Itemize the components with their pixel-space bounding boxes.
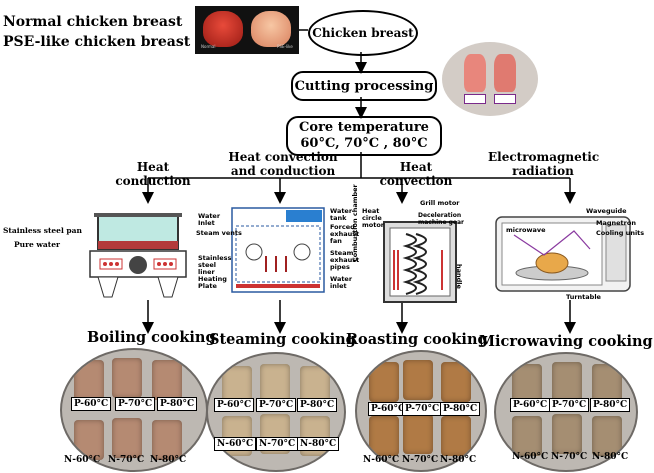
mode-electromagnetic-radiation: Electromagnetic radiation (488, 150, 600, 178)
label-heating-plate: Heating Plate (198, 275, 227, 290)
legend-pse: PSE-like chicken breast (3, 34, 191, 50)
label-liner: Stainless steel liner (198, 254, 232, 276)
boiling-apparatus (80, 205, 200, 300)
boil-p80: P-80°C (157, 397, 198, 411)
meat-sample (592, 416, 622, 456)
roast-p70: P-70°C (402, 402, 443, 416)
roast-n60: N-60°C (363, 455, 400, 465)
label-pure-water: Pure water (14, 240, 60, 249)
chicken-breast-node: Chicken breast (308, 10, 418, 56)
meat-sample (512, 364, 542, 404)
micro-n70: N-70°C (551, 452, 588, 462)
label-water-tank: Water tank (330, 207, 353, 222)
raw-breast-photo: Normal PSE-like (195, 6, 299, 54)
boil-p60: P-60°C (71, 397, 112, 411)
method-microwaving: Microwaving cooking (479, 333, 653, 350)
steaming-plate (206, 352, 346, 472)
label-grill-motor: Grill motor (420, 199, 460, 207)
normal-breast-image (203, 11, 243, 47)
label-magnetron: Magnetron (596, 219, 636, 227)
steamer-drawing (231, 207, 325, 293)
method-boiling: Boiling cooking (87, 329, 216, 346)
pse-breast-image (251, 11, 291, 47)
cut-sample-left (464, 54, 486, 92)
label-handle: handle (455, 264, 463, 289)
micro-p70: P-70°C (549, 398, 590, 412)
roast-n70: N-70°C (402, 455, 439, 465)
sample-tag-left (464, 94, 486, 104)
meat-sample (592, 364, 622, 404)
boil-n80: N-80°C (150, 455, 187, 465)
label-heat-circle-motor: Heat circle motor (362, 207, 385, 229)
micro-n60: N-60°C (512, 452, 549, 462)
steam-p60: P-60°C (214, 398, 255, 412)
label-waveguide: Waveguide (586, 207, 627, 215)
roasting-apparatus (382, 220, 458, 304)
cut-sample-right (494, 54, 516, 92)
photo-pse-label: PSE-like (277, 44, 293, 49)
steam-p70: P-70°C (256, 398, 297, 412)
roast-n80: N-80°C (440, 455, 477, 465)
mode-heat-convection-conduction-label: Heat convection and conduction (228, 150, 338, 178)
meat-sample (260, 364, 290, 404)
micro-p60: P-60°C (510, 398, 551, 412)
boil-p70: P-70°C (115, 397, 156, 411)
label-water-inlet: Water Inlet (198, 212, 221, 227)
meat-sample (369, 416, 399, 456)
meat-sample (552, 414, 582, 454)
sample-tag-right (494, 94, 516, 104)
label-steam-vents: Steam vents (196, 229, 242, 237)
meat-sample (74, 420, 104, 460)
method-steaming: Steaming cooking (209, 331, 356, 348)
microwave-apparatus (494, 215, 632, 293)
meat-sample (152, 360, 182, 400)
photo-normal-label: Normal (201, 44, 216, 49)
steam-p80: P-80°C (297, 398, 338, 412)
method-roasting: Roasting cooking (346, 331, 488, 348)
core-temperature-values: 60°C, 70°C , 80°C (300, 136, 428, 151)
boiling-pan-drawing (89, 213, 187, 298)
micro-p80: P-80°C (590, 398, 631, 412)
microwaving-plate (494, 352, 638, 472)
label-microwave: microwave (506, 226, 546, 234)
meat-sample (112, 358, 142, 398)
mode-heat-conduction: Heat conduction (115, 160, 191, 188)
meat-sample (441, 416, 471, 456)
micro-n80: N-80°C (592, 452, 629, 462)
label-cooling-units: Cooling units (596, 229, 645, 237)
label-combustion-chamber: Combustion chamber (351, 184, 359, 262)
microwave-drawing (495, 216, 631, 292)
meat-sample (112, 418, 142, 458)
label-exhaust-fan: Forced exhaust fan (330, 223, 360, 245)
meat-sample (152, 420, 182, 460)
oven-drawing (383, 221, 457, 303)
label-exhaust-pipes: Steam exhaust pipes (330, 249, 360, 271)
steaming-apparatus (226, 204, 330, 296)
mode-heat-convection: Heat convection (379, 160, 453, 188)
meat-sample (74, 360, 104, 400)
label-water-inlet-2: Water inlet (330, 275, 353, 290)
cut-samples-photo (442, 42, 538, 116)
core-temperature-node: Core temperature 60°C, 70°C , 80°C (286, 116, 442, 156)
meat-sample (403, 360, 433, 400)
steam-n80: N-80°C (297, 437, 340, 451)
label-gear: Deceleration machine gear (418, 212, 464, 226)
cutting-processing-node: Cutting processing (291, 71, 437, 101)
core-temperature-title: Core temperature (299, 120, 429, 135)
steam-n70: N-70°C (256, 437, 299, 451)
meat-sample (512, 416, 542, 456)
roast-p80: P-80°C (440, 402, 481, 416)
legend-normal: Normal chicken breast (3, 14, 183, 30)
label-turntable: Turntable (566, 293, 601, 301)
mode-heat-convection-conduction: Heat convection and conduction (218, 150, 348, 178)
label-stainless-pan: Stainless steel pan (3, 226, 82, 235)
meat-sample (403, 414, 433, 454)
boil-n70: N-70°C (108, 455, 145, 465)
meat-sample (369, 362, 399, 402)
steam-n60: N-60°C (214, 437, 257, 451)
meat-sample (552, 362, 582, 402)
meat-sample (441, 362, 471, 402)
boil-n60: N-60°C (64, 455, 101, 465)
